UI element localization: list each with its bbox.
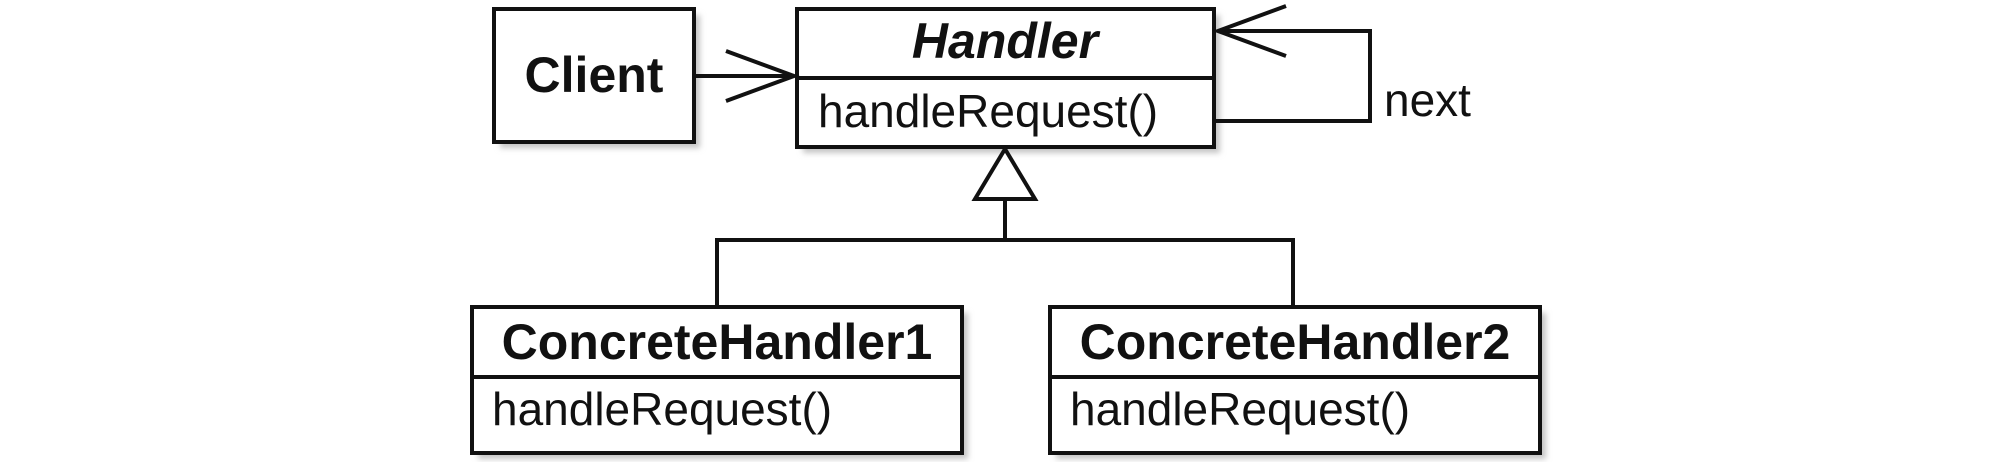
concrete-handler1-box [470,305,964,455]
client-class[interactable]: Client [492,7,696,144]
handler-class[interactable]: Handler handleRequest() [795,7,1216,149]
concrete-handler2-class[interactable]: ConcreteHandler2 handleRequest() [1048,305,1542,455]
concrete-handler2-method: handleRequest() [1070,383,1410,435]
concrete-handler1-class[interactable]: ConcreteHandler1 handleRequest() [470,305,964,455]
handler-method: handleRequest() [818,85,1158,137]
inheritance-triangle-icon [971,145,1039,201]
client-name: Client [525,47,664,103]
concrete-handler2-name: ConcreteHandler2 [1080,314,1511,370]
open-arrowhead-icon [725,49,800,103]
concrete-handler1-method: handleRequest() [492,383,832,435]
client-handler-association [694,49,800,103]
concrete-handler2-box [1048,305,1542,455]
generalization [715,145,1295,307]
open-arrowhead-icon [1212,4,1287,58]
next-self-association: next [1212,4,1471,126]
concrete-handler1-name: ConcreteHandler1 [502,314,933,370]
handler-name: Handler [912,13,1101,69]
next-label: next [1384,74,1471,126]
client-box [492,7,696,144]
